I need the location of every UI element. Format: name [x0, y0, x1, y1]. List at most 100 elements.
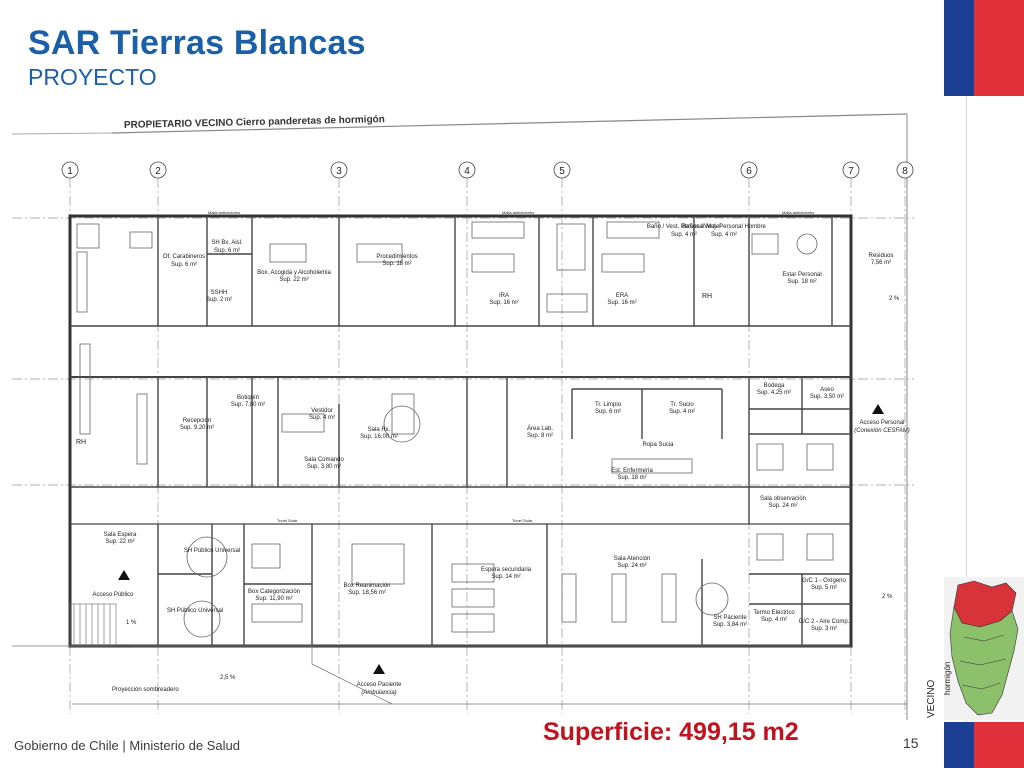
axis-label-4: 4: [464, 166, 470, 177]
room-area: Sup. 4 m²: [671, 232, 697, 238]
acceso-paciente-marker: [373, 664, 385, 674]
property-line-left: [12, 132, 113, 135]
room-area: Sup. 22 m²: [279, 277, 308, 283]
slope-label: 2 %: [882, 594, 893, 600]
hormigon-text: hormigón: [944, 662, 952, 695]
room-name: Sala Espera: [104, 532, 137, 538]
room-name: SH Bx. Aisl.: [211, 240, 243, 246]
room-area: Sup. 4 m²: [309, 415, 335, 421]
tunel-label: Tunel Solar: [277, 518, 298, 523]
map-borders: [959, 634, 1007, 690]
room-name: SSHH: [211, 290, 228, 296]
room-name: Tr. Sucio: [670, 402, 694, 408]
floor-plan: PROPIETARIO VECINO Cierro panderetas de …: [12, 104, 914, 720]
room-area: Sup. 7,80 m²: [231, 402, 265, 408]
room-name: Box Reanimación: [343, 583, 390, 589]
room-area: Sup. 18,56 m²: [348, 590, 386, 596]
room-area: Sup. 5 m²: [811, 585, 837, 591]
room-name: Estar Personal: [782, 272, 821, 278]
chile-flag-stripe-bottom: [944, 722, 1024, 768]
room-area: Sup. 16,00 m²: [360, 434, 398, 440]
room-name: Vestidor: [311, 408, 333, 414]
tunel-label: Tunel Solar: [512, 518, 533, 523]
malla-label: Malla antivectores: [502, 210, 534, 215]
flag-red-band: [974, 0, 1024, 96]
room-area: Sup. 4 m²: [669, 409, 695, 415]
room-area: Sup. 2 m²: [206, 297, 232, 303]
axis-label-2: 2: [155, 166, 161, 177]
awning-projection: [12, 645, 907, 705]
room-area: Sup. 6 m²: [171, 262, 197, 268]
room-area: Sup. 9,20 m²: [180, 425, 214, 431]
axis-label-7: 7: [848, 166, 854, 177]
room-name: Bodega: [764, 383, 785, 389]
page-number: 15: [903, 735, 919, 751]
axis-label-5: 5: [559, 166, 565, 177]
room-area: Sup. 3,84 m²: [713, 622, 747, 628]
vecino-side-label: VECINO: [926, 679, 937, 718]
room-name: Aseo: [820, 387, 834, 393]
region-map: hormigón: [944, 577, 1024, 720]
chile-flag-stripe-top: [944, 0, 1024, 96]
room-name: Espera secundaria: [481, 567, 532, 573]
room-name: Botiquín: [237, 395, 259, 401]
axis-label-6: 6: [746, 166, 752, 177]
axis-label-8: 8: [902, 166, 908, 177]
room-name: Sala observación: [760, 496, 806, 502]
vecino-text: VECINO: [926, 679, 937, 718]
room-area: Sup. 6 m²: [214, 248, 240, 254]
malla-label: Malla antivectores: [208, 210, 240, 215]
room-name: Termo Eléctrico: [753, 610, 795, 616]
acceso-publico-marker: [118, 570, 130, 580]
room-area: Sup. 16 m²: [489, 300, 518, 306]
room-area: Sup. 4 m²: [711, 232, 737, 238]
room-area: Sup. 6 m²: [595, 409, 621, 415]
malla-label: Malla antivectores: [782, 210, 814, 215]
room-name: Ropa Sucia: [642, 442, 674, 448]
room-name: Procedimientos: [376, 254, 417, 260]
room-area: Sup. 18 m²: [787, 279, 816, 285]
slide-subtitle: PROYECTO: [28, 64, 157, 90]
room-labels: Of. Carabineros Sup. 6 m² SH Bx. Aisl. S…: [104, 224, 894, 632]
plan-misc-labels: RH RH Acceso Público Acceso Paciente (Am…: [76, 210, 910, 696]
superficie-total: Superficie: 499,15 m2: [543, 718, 799, 746]
rh-label: RH: [702, 293, 712, 300]
column-axis-labels: 1 2 3 4 5 6 7 8: [61, 161, 914, 179]
room-area: Sup. 22 m²: [105, 539, 134, 545]
room-area: Sup. 11,90 m²: [255, 596, 292, 602]
room-area: Sup. 3,80 m²: [307, 464, 341, 470]
axis-label-3: 3: [336, 166, 342, 177]
acceso-personal-marker: [872, 404, 884, 414]
room-name: Sala Atención: [614, 556, 651, 562]
room-area: 7,56 m²: [871, 260, 891, 266]
axis-label-1: 1: [67, 166, 73, 177]
room-name: ERA: [616, 293, 628, 299]
footer-ministry: Gobierno de Chile | Ministerio de Salud: [14, 738, 240, 753]
room-name: Tr. Limpio: [595, 402, 622, 408]
room-area: Sup. 18 m²: [382, 261, 411, 267]
room-name: Est. Enfermería: [611, 468, 653, 474]
room-area: Sup. 4 m²: [761, 617, 787, 623]
flag-blue-band: [944, 722, 974, 768]
room-area: Sup. 4,25 m²: [757, 390, 791, 396]
room-name: Sala Rx.: [368, 427, 391, 433]
room-area: Sup. 24 m²: [768, 503, 797, 509]
acceso-paciente-label: Acceso Paciente: [357, 682, 402, 688]
partitions-row-c: [157, 524, 851, 646]
rh-label: RH: [76, 439, 86, 446]
room-name: Baños / Vest. Personal Hombre: [682, 224, 766, 230]
acceso-personal-label: Acceso Personal: [859, 420, 904, 426]
room-name: Sala Comando: [304, 457, 344, 463]
room-name: Baño / Vest. Personal Mujer: [647, 224, 721, 230]
room-area: Sup. 18 m²: [617, 475, 646, 481]
room-area: Sup. 16 m²: [607, 300, 636, 306]
room-name: Recepción: [183, 418, 211, 424]
slide-title: SAR Tierras Blancas: [28, 24, 366, 62]
slope-label: 1 %: [126, 620, 137, 626]
partitions-row-b: [157, 377, 851, 524]
room-area: Sup. 3 m²: [811, 626, 837, 632]
room-name: Box Categorización: [248, 589, 300, 595]
room-name: SH Paciente: [713, 615, 747, 621]
conexion-label: (Conexión CESFAM): [854, 428, 910, 434]
room-area: Sup. 24 m²: [617, 563, 646, 569]
